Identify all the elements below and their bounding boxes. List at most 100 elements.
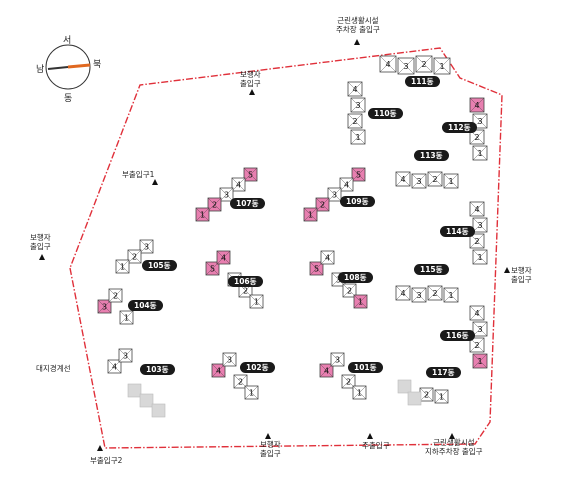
ghost-block (407, 391, 422, 406)
unit-1: 1 (472, 249, 488, 265)
unit-number-label: 4 (400, 289, 405, 298)
unit-number-label: 1 (477, 253, 482, 262)
entrance-marker (265, 433, 271, 439)
entrance-markers (39, 39, 510, 451)
compass-west-label: 서 (63, 36, 72, 46)
unit-1: 1 (433, 57, 451, 75)
unit-number-label: 4 (236, 181, 241, 190)
unit-4: 4 (395, 171, 411, 187)
main-entrance: 주출입구 (362, 441, 390, 450)
building-badge: 106동 (228, 276, 263, 287)
unit-number-label: 2 (346, 378, 351, 387)
building-badge: 117동 (426, 367, 461, 378)
facility-parking-label-bottom: 근린생활시설 지하주차장 출입구 (425, 438, 483, 456)
entrance-marker (449, 433, 455, 439)
building-badge: 114동 (440, 226, 475, 237)
unit-3: 3 (327, 187, 342, 202)
unit-2: 2 (469, 337, 485, 353)
unit-1: 1 (195, 207, 210, 222)
ghost-block (397, 379, 412, 394)
unit-number-label: 1 (254, 298, 259, 307)
unit-1: 1 (115, 259, 130, 274)
compass (45, 44, 91, 90)
unit-number-label: 1 (358, 298, 363, 307)
unit-number-label: 3 (477, 117, 482, 126)
unit-5: 5 (351, 167, 366, 182)
entrance-marker (249, 89, 255, 95)
unit-number-label: 3 (332, 191, 337, 200)
building-badge: 116동 (440, 330, 475, 341)
unit-number-label: 4 (474, 205, 479, 214)
facility-parking-label-top: 근린생활시설 주차장 출입구 (336, 16, 380, 34)
unit-number-label: 3 (416, 177, 421, 186)
unit-4: 4 (231, 177, 246, 192)
unit-4: 4 (339, 177, 354, 192)
unit-number-label: 2 (113, 292, 118, 301)
unit-number-label: 4 (112, 363, 117, 372)
unit-number-label: 2 (432, 175, 437, 184)
unit-2: 2 (207, 197, 222, 212)
unit-number-label: 3 (335, 356, 340, 365)
unit-2: 2 (427, 171, 443, 187)
building-badge: 112동 (442, 122, 477, 133)
unit-number-label: 4 (221, 254, 226, 263)
pedestrian-entrance-top: 보행자 출입구 (240, 70, 261, 88)
unit-number-label: 1 (439, 62, 444, 71)
unit-number-label: 2 (347, 287, 352, 296)
unit-1: 1 (350, 129, 366, 145)
unit-1: 1 (443, 173, 459, 189)
unit-number-label: 4 (344, 181, 349, 190)
unit-4: 4 (216, 250, 231, 265)
facility-label-top: 근린생활시설 (337, 16, 379, 25)
unit-number-label: 2 (238, 378, 243, 387)
unit-number-label: 1 (448, 177, 453, 186)
unit-number-label: 4 (216, 367, 221, 376)
sub-entrance-2: 부출입구2 (90, 456, 123, 465)
unit-number-label: 4 (474, 101, 479, 110)
unit-1: 1 (249, 294, 264, 309)
unit-number-label: 4 (325, 254, 330, 263)
unit-5: 5 (243, 167, 258, 182)
unit-number-label: 1 (308, 211, 313, 220)
pedestrian-entrance-bottom: 보행자 출입구 (260, 440, 281, 458)
unit-number-label: 2 (421, 60, 426, 69)
sub-entrance-1: 부출입구1 (122, 170, 155, 179)
building-104동: 321 (97, 288, 134, 325)
building-103동: 43 (107, 348, 133, 374)
unit-number-label: 2 (132, 253, 137, 262)
unit-4: 4 (395, 285, 411, 301)
unit-number-label: 4 (324, 367, 329, 376)
unit-number-label: 5 (210, 265, 215, 274)
unit-number-label: 3 (355, 101, 360, 110)
unit-number-label: 3 (416, 291, 421, 300)
unit-3: 3 (139, 239, 154, 254)
unit-number-label: 1 (249, 389, 254, 398)
unit-3: 3 (330, 352, 345, 367)
ped-right-line2: 출입구 (511, 275, 532, 284)
entrance-marker (354, 39, 360, 45)
compass-north-label: 북 (93, 60, 102, 70)
site-boundary-label: 대지경계선 (36, 364, 71, 373)
unit-number-label: 1 (448, 291, 453, 300)
entrance-marker (367, 433, 373, 439)
unit-number-label: 3 (123, 352, 128, 361)
unit-3: 3 (472, 217, 488, 233)
entrance-marker (97, 445, 103, 451)
unit-number-label: 3 (477, 325, 482, 334)
unit-number-label: 5 (356, 171, 361, 180)
unit-number-label: 4 (352, 85, 357, 94)
unit-2: 2 (315, 197, 330, 212)
building-badge: 111동 (405, 76, 440, 87)
unit-2: 2 (415, 55, 433, 73)
building-badge: 109동 (340, 196, 375, 207)
